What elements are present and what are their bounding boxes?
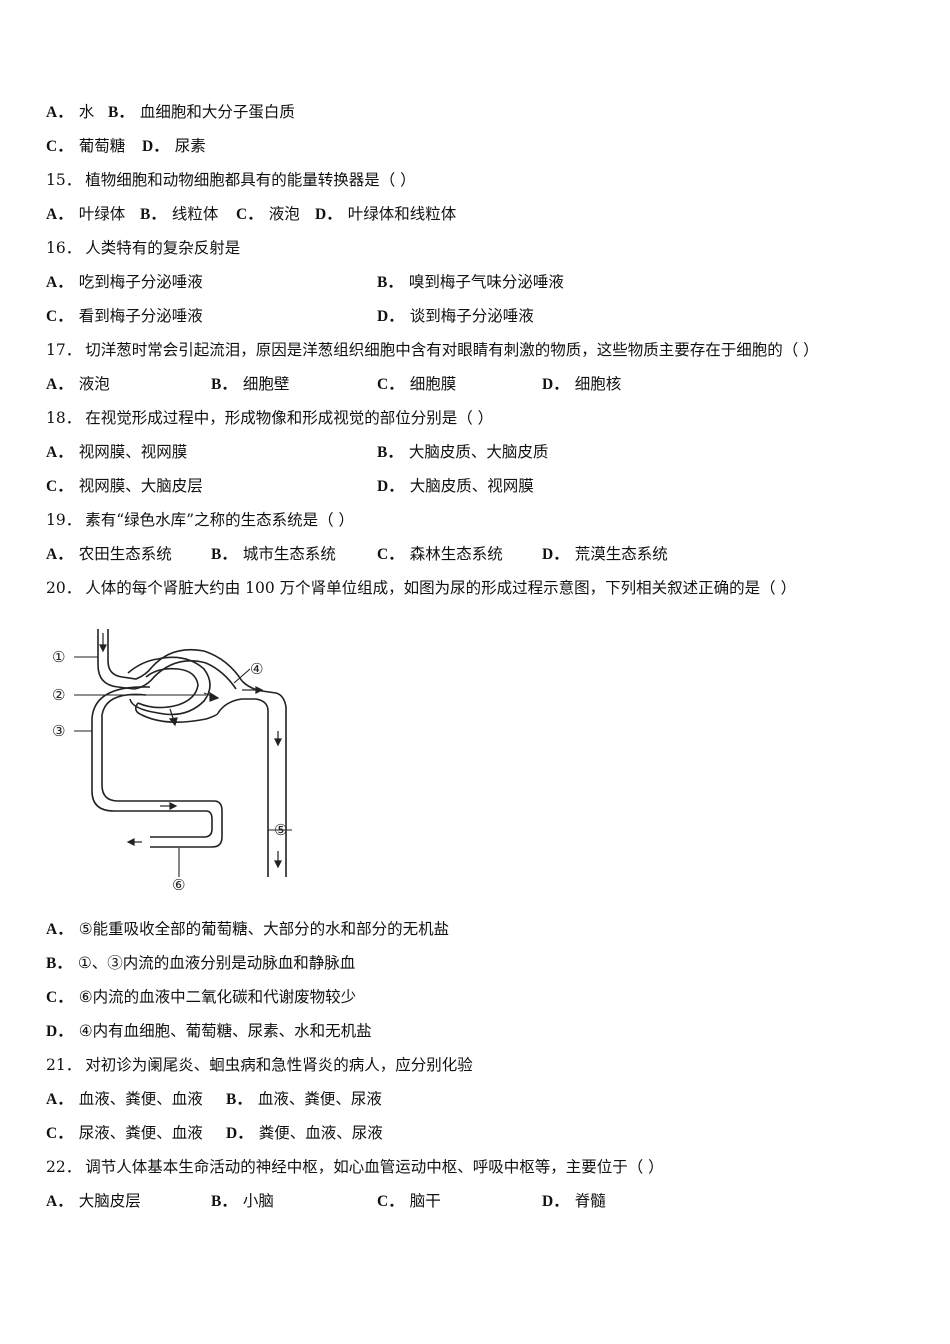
label-3: ③ (52, 722, 65, 740)
option-d[interactable]: D．谈到梅子分泌唾液 (377, 307, 534, 325)
question-20-option-a[interactable]: A．⑤能重吸收全部的葡萄糖、大部分的水和部分的无机盐 (46, 920, 450, 938)
option-d[interactable]: D．尿素 (142, 137, 206, 155)
option-d[interactable]: D．脊髓 (542, 1192, 606, 1210)
option-c[interactable]: C．脑干 (377, 1192, 441, 1210)
option-b[interactable]: B．线粒体 (140, 205, 219, 223)
option-d[interactable]: D．叶绿体和线粒体 (315, 205, 457, 223)
label-4: ④ (250, 660, 263, 678)
question-20-stem: 20．人体的每个肾脏大约由 100 万个肾单位组成，如图为尿的形成过程示意图，下… (46, 579, 797, 597)
question-20-option-d[interactable]: D．④内有血细胞、葡萄糖、尿素、水和无机盐 (46, 1022, 372, 1040)
label-1: ① (52, 648, 65, 666)
option-a[interactable]: A．吃到梅子分泌唾液 (46, 273, 203, 291)
question-16-stem: 16．人类特有的复杂反射是 (46, 239, 241, 257)
option-a[interactable]: A．血液、粪便、血液 (46, 1090, 203, 1108)
label-5: ⑤ (274, 821, 287, 839)
option-d[interactable]: D．荒漠生态系统 (542, 545, 668, 563)
option-c[interactable]: C．尿液、粪便、血液 (46, 1124, 203, 1142)
option-c[interactable]: C．液泡 (236, 205, 300, 223)
option-a[interactable]: A．视网膜、视网膜 (46, 443, 188, 461)
option-b[interactable]: B．血液、粪便、尿液 (226, 1090, 382, 1108)
option-c[interactable]: C．看到梅子分泌唾液 (46, 307, 203, 325)
option-b[interactable]: B．血细胞和大分子蛋白质 (108, 103, 295, 121)
option-d[interactable]: D．粪便、血液、尿液 (226, 1124, 383, 1142)
label-2: ② (52, 686, 65, 704)
question-21-stem: 21．对初诊为阑尾炎、蛔虫病和急性肾炎的病人，应分别化验 (46, 1056, 473, 1074)
nephron-diagram: ① ② ③ ④ ⑤ ⑥ (46, 615, 306, 895)
option-d[interactable]: D．细胞核 (542, 375, 622, 393)
option-a[interactable]: A．农田生态系统 (46, 545, 172, 563)
option-a[interactable]: A．大脑皮层 (46, 1192, 141, 1210)
question-15-stem: 15．植物细胞和动物细胞都具有的能量转换器是（ ） (46, 171, 416, 189)
option-a[interactable]: A．液泡 (46, 375, 110, 393)
question-18-stem: 18．在视觉形成过程中，形成物像和形成视觉的部位分别是（ ） (46, 409, 494, 427)
question-19-stem: 19．素有“绿色水库”之称的生态系统是（ ） (46, 511, 355, 529)
option-b[interactable]: B．城市生态系统 (211, 545, 336, 563)
option-d[interactable]: D．大脑皮质、视网膜 (377, 477, 534, 495)
option-c[interactable]: C．葡萄糖 (46, 137, 126, 155)
option-a[interactable]: A．水 (46, 103, 95, 121)
question-20-option-b[interactable]: B．①、③内流的血液分别是动脉血和静脉血 (46, 954, 356, 972)
label-6: ⑥ (172, 876, 185, 894)
option-a[interactable]: A．叶绿体 (46, 205, 126, 223)
question-22-stem: 22．调节人体基本生命活动的神经中枢，如心血管运动中枢、呼吸中枢等，主要位于（ … (46, 1158, 664, 1176)
option-c[interactable]: C．视网膜、大脑皮层 (46, 477, 203, 495)
option-b[interactable]: B．小脑 (211, 1192, 274, 1210)
question-20-option-c[interactable]: C．⑥内流的血液中二氧化碳和代谢废物较少 (46, 988, 357, 1006)
option-b[interactable]: B．细胞壁 (211, 375, 290, 393)
option-c[interactable]: C．细胞膜 (377, 375, 457, 393)
option-b[interactable]: B．嗅到梅子气味分泌唾液 (377, 273, 564, 291)
option-b[interactable]: B．大脑皮质、大脑皮质 (377, 443, 549, 461)
question-17-stem: 17．切洋葱时常会引起流泪，原因是洋葱组织细胞中含有对眼睛有刺激的物质，这些物质… (46, 341, 819, 359)
option-c[interactable]: C．森林生态系统 (377, 545, 503, 563)
